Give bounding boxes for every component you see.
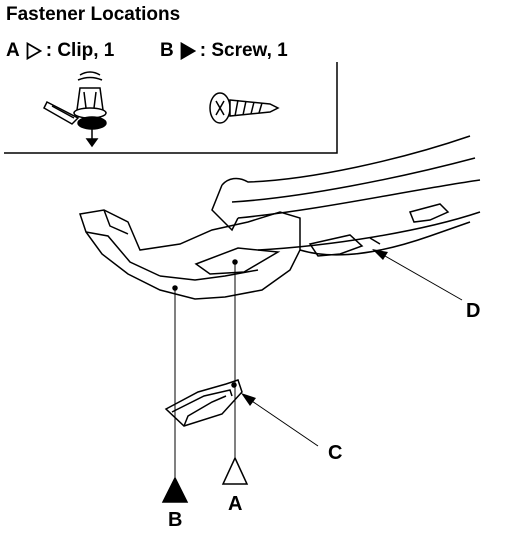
legend-a-text: : Clip, 1 [45,40,115,61]
callout-d: D [466,300,481,322]
bracket-c [164,379,243,427]
filled-triangle-icon [180,42,196,60]
callout-c: C [328,442,343,464]
beam-lower-edge [257,211,481,251]
arrow-to-beam-d [372,249,388,260]
screw-filled-triangle-marker [161,476,189,503]
legend-clip: A : Clip, 1 [6,40,114,62]
clip-icon [43,71,107,148]
diagram-title: Fastener Locations [6,4,181,25]
callout-a: A [228,493,243,515]
beam-mid-face [237,179,481,219]
bumper-assembly [79,135,481,427]
legend-a-letter: A [6,40,20,61]
beam-top-edge [221,135,471,186]
legend-b-text: : Screw, 1 [199,40,288,61]
clip-outline-triangle-marker [221,456,249,485]
absorber-body [79,209,301,300]
legend-box-border [4,62,338,154]
legend-screw: B : Screw, 1 [160,40,288,62]
beam-upper-face [231,157,476,203]
callout-b: B [168,509,183,531]
arrow-to-bracket-c [241,393,256,406]
absorber-pocket [194,247,281,275]
screw-icon [209,92,280,124]
legend-b-letter: B [160,40,174,61]
leader-lines [174,251,463,478]
outline-triangle-icon [26,42,42,60]
